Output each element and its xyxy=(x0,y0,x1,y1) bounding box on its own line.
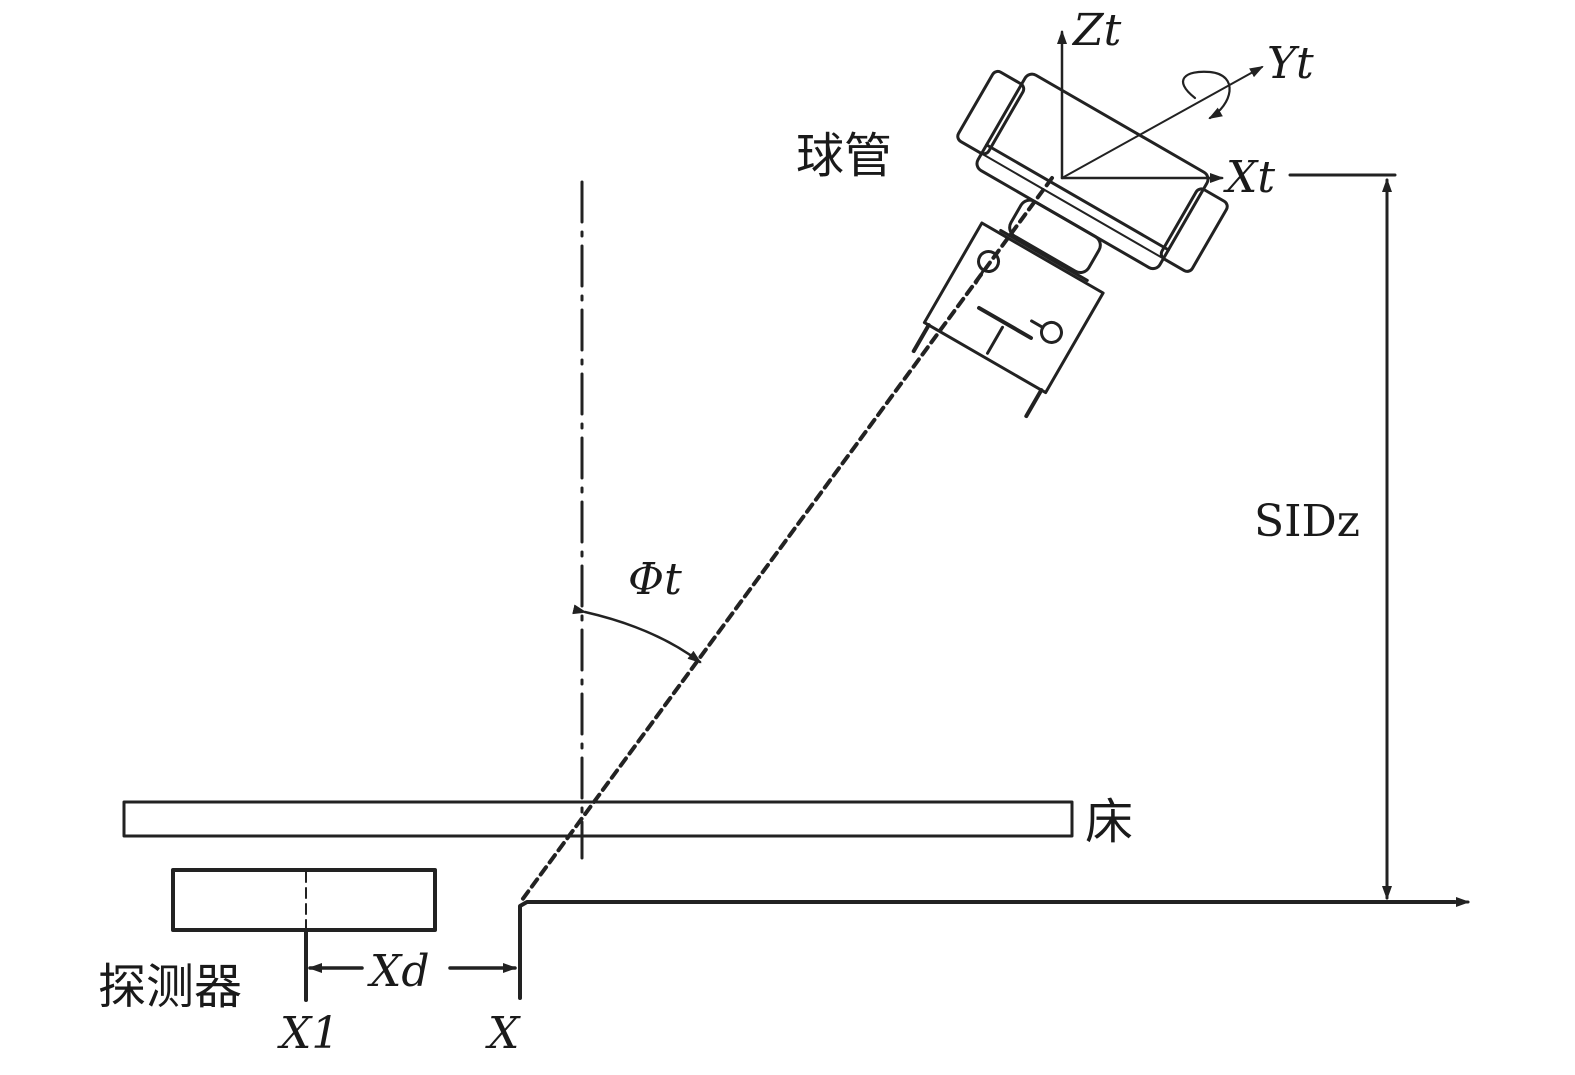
bed-label: 床 xyxy=(1085,794,1133,850)
yt-axis-label: Yt xyxy=(1267,38,1314,89)
xray-tube-icon xyxy=(911,69,1229,419)
xd-label: Xd xyxy=(367,946,430,997)
xt-axis-label: Xt xyxy=(1223,152,1275,203)
bed-board xyxy=(122,800,1074,838)
phi-t-angle-label: Φt xyxy=(628,554,682,605)
x-label: X xyxy=(485,1008,521,1059)
tube-axes xyxy=(1057,30,1264,183)
tube-label: 球管 xyxy=(796,128,892,184)
floor-axis-line xyxy=(518,900,1457,1000)
sidz-label: SIDz xyxy=(1254,496,1360,547)
central-beam-line xyxy=(520,176,1054,902)
angle-arc xyxy=(572,604,702,664)
detector-box xyxy=(171,868,437,932)
zt-axis-label: Zt xyxy=(1071,5,1122,56)
detector-label: 探测器 xyxy=(98,959,242,1015)
x1-label: X1 xyxy=(277,1008,339,1059)
sidz-dimension xyxy=(1288,173,1397,900)
